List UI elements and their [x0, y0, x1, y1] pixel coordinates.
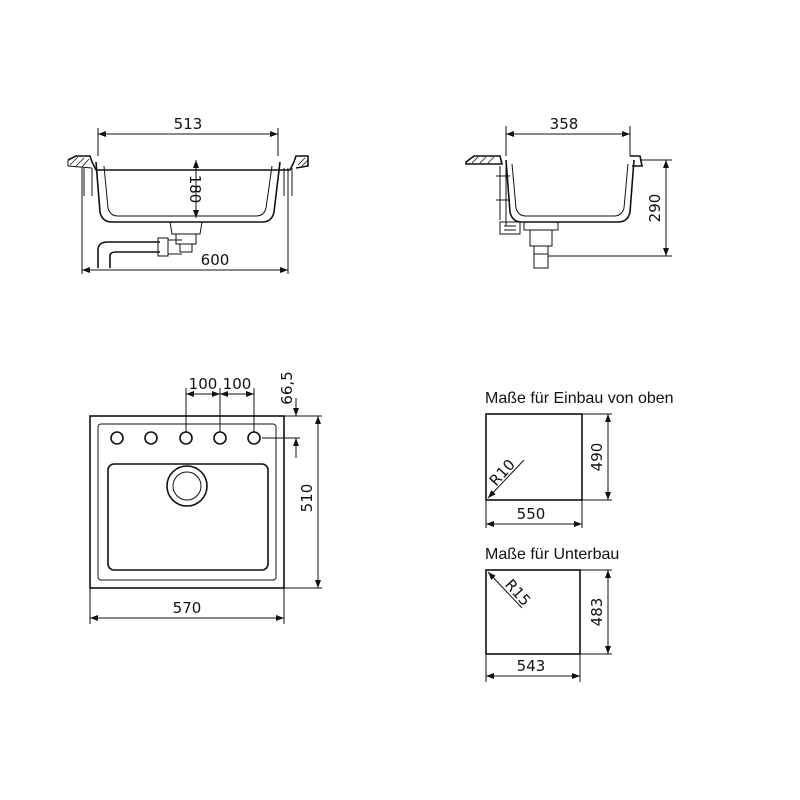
cutout-under-depth-label: 483 — [588, 598, 606, 627]
side-width-label: 513 — [174, 115, 203, 133]
cutout-top-depth-label: 490 — [588, 443, 606, 472]
top-view: 100 100 66,5 510 570 — [89, 371, 322, 624]
end-width-label: 358 — [550, 115, 579, 133]
cutout-top-width-label: 550 — [517, 505, 546, 523]
top-width-label: 570 — [173, 599, 202, 617]
hole-offset-label: 66,5 — [278, 371, 296, 404]
tap-hole-icon — [144, 431, 158, 445]
hole-spacing-label-2: 100 — [223, 375, 252, 393]
cutout-under-title: Maße für Unterbau — [485, 546, 619, 563]
cutout-top-title: Maße für Einbau von oben — [485, 390, 674, 407]
tap-hole-icon — [247, 431, 261, 445]
side-depth-label: 180 — [186, 175, 204, 204]
end-height-label: 290 — [646, 194, 664, 223]
tap-hole-icon — [179, 431, 193, 445]
cutout-under-width-label: 543 — [517, 657, 546, 675]
cutout-under-radius-label: R15 — [501, 576, 534, 610]
top-depth-label: 510 — [298, 484, 316, 513]
cutout-top-mount: Maße für Einbau von oben R10 490 550 — [485, 390, 674, 528]
end-view: 358 290 — [465, 115, 672, 269]
hole-spacing-label-1: 100 — [189, 375, 218, 393]
tap-hole-icon — [213, 431, 227, 445]
side-overall-width-label: 600 — [201, 251, 230, 269]
tap-hole-icon — [110, 431, 124, 445]
side-view: 513 180 600 — [67, 115, 309, 274]
cutout-undermount: Maße für Unterbau R15 483 543 — [485, 546, 619, 682]
cutout-top-radius-label: R10 — [486, 456, 519, 490]
